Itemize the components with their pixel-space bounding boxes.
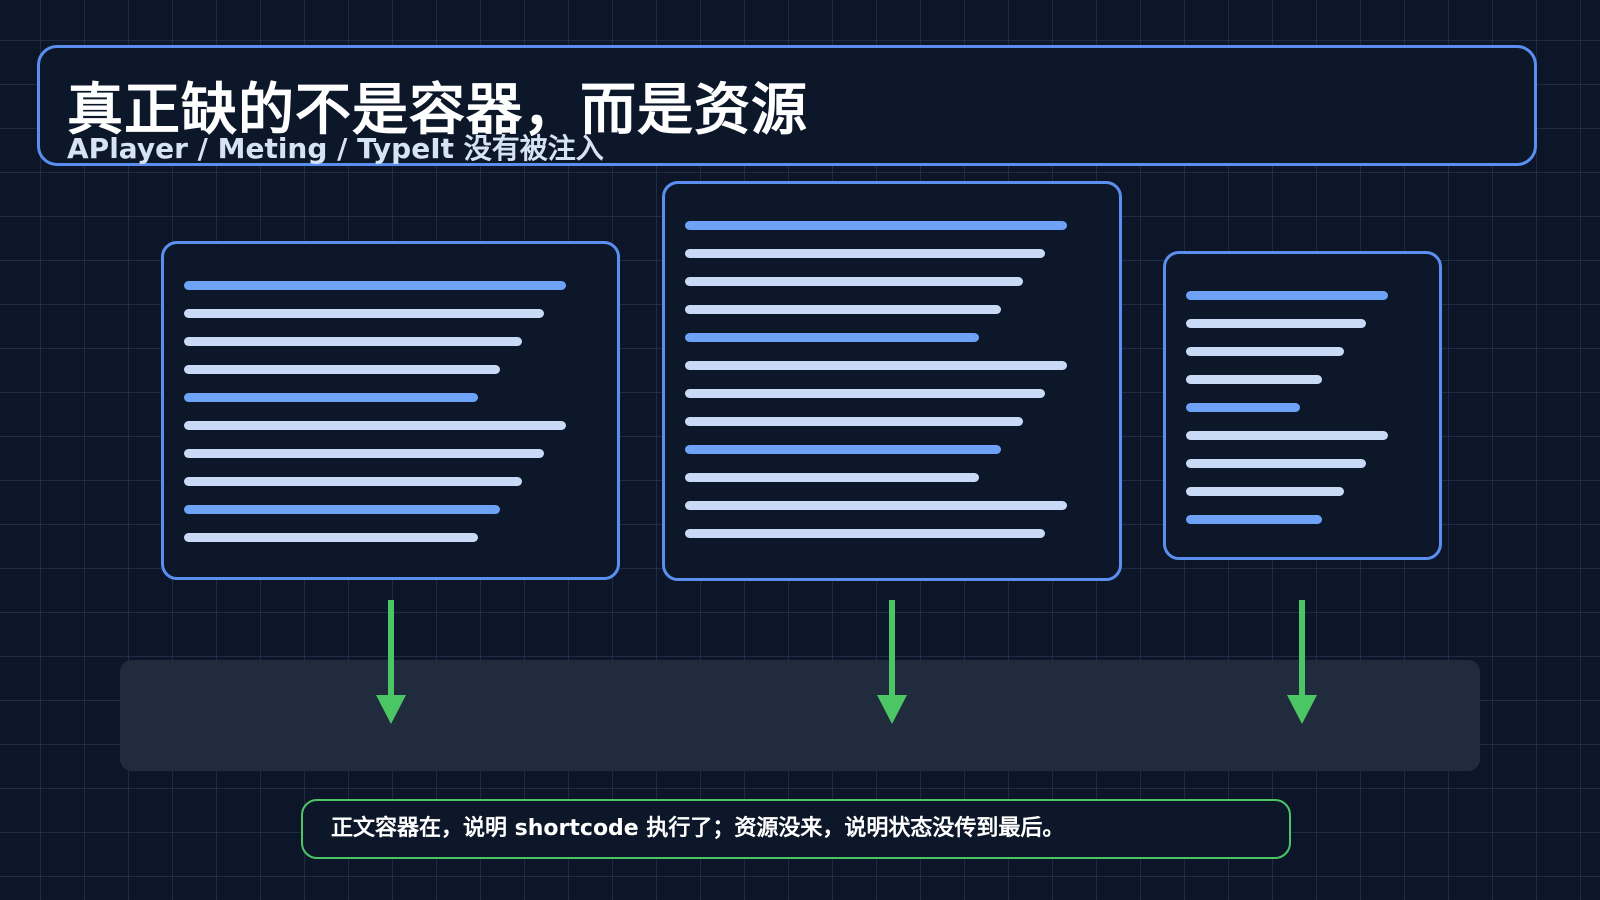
- text-line: [1186, 347, 1344, 356]
- arrow-down-icon: [376, 600, 406, 724]
- content-card-left: [161, 241, 620, 580]
- text-line: [685, 389, 1045, 398]
- arrow-down-icon: [1287, 600, 1317, 724]
- text-line: [184, 449, 544, 458]
- text-line: [184, 477, 522, 486]
- text-line: [184, 365, 500, 374]
- header-panel: [37, 45, 1537, 166]
- arrow-down-icon: [877, 600, 907, 724]
- text-line: [685, 473, 979, 482]
- text-line: [1186, 291, 1388, 300]
- text-line: [685, 529, 1045, 538]
- text-line: [184, 393, 478, 402]
- slide-title: 真正缺的不是容器，而是资源: [67, 78, 808, 143]
- text-line: [685, 361, 1067, 370]
- text-line: [685, 305, 1001, 314]
- text-line: [685, 501, 1067, 510]
- text-line: [685, 445, 1001, 454]
- text-line: [184, 533, 478, 542]
- text-line: [184, 505, 500, 514]
- text-line: [1186, 375, 1322, 384]
- slide-subtitle: APlayer / Meting / TypeIt 没有被注入: [67, 132, 604, 165]
- text-line: [1186, 459, 1366, 468]
- text-line: [1186, 431, 1388, 440]
- content-card-right: [1163, 251, 1442, 560]
- text-line: [1186, 403, 1300, 412]
- content-card-middle: [662, 181, 1122, 581]
- text-line: [184, 421, 566, 430]
- text-line: [685, 221, 1067, 230]
- text-line: [685, 249, 1045, 258]
- text-line: [1186, 515, 1322, 524]
- text-line: [1186, 487, 1344, 496]
- text-line: [184, 309, 544, 318]
- text-line: [184, 281, 566, 290]
- text-line: [685, 417, 1023, 426]
- text-line: [184, 337, 522, 346]
- text-line: [685, 333, 979, 342]
- text-line: [685, 277, 1023, 286]
- resource-floor: [120, 660, 1480, 771]
- conclusion-note: 正文容器在，说明 shortcode 执行了；资源没来，说明状态没传到最后。: [301, 799, 1291, 859]
- text-line: [1186, 319, 1366, 328]
